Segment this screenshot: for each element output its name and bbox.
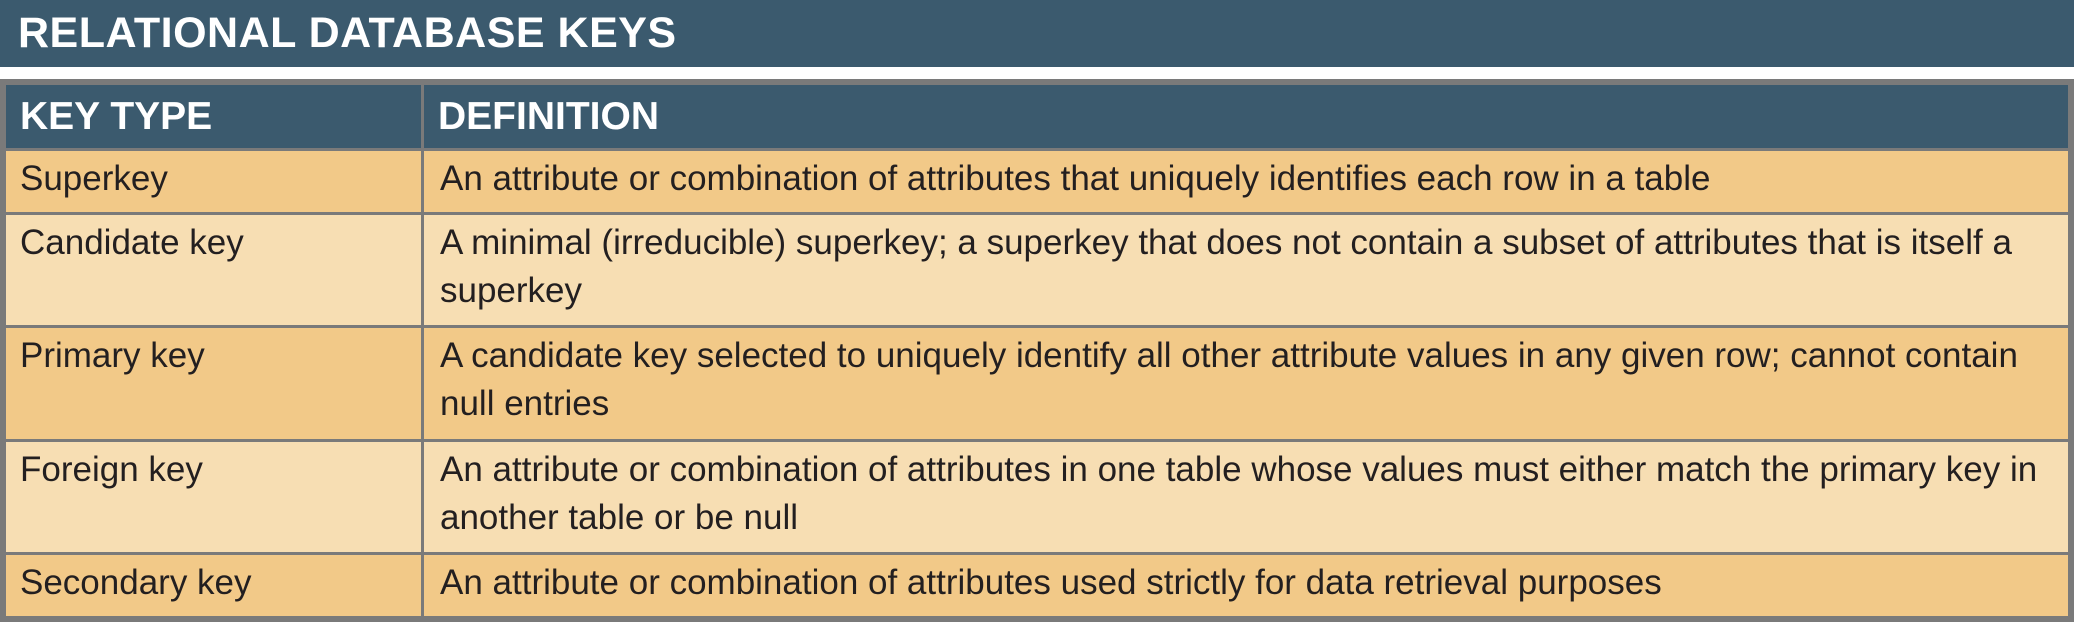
definition-cell: A minimal (irreducible) superkey; a supe… (421, 212, 2071, 329)
column-header-definition: DEFINITION (421, 82, 2071, 151)
key-type-cell: Candidate key (3, 212, 424, 329)
page-title: RELATIONAL DATABASE KEYS (18, 9, 677, 57)
keys-table: KEY TYPE DEFINITION Superkey An attribut… (3, 82, 2071, 620)
key-type-cell: Superkey (3, 147, 424, 216)
column-header-key-type: KEY TYPE (3, 82, 424, 151)
table-header-row: KEY TYPE DEFINITION (3, 82, 2071, 151)
key-type-cell: Secondary key (3, 551, 424, 620)
table-row: Foreign key An attribute or combination … (3, 438, 2071, 555)
definition-cell: An attribute or combination of attribute… (421, 551, 2071, 620)
table-row: Secondary key An attribute or combinatio… (3, 551, 2071, 620)
table-row: Primary key A candidate key selected to … (3, 325, 2071, 442)
title-bar: RELATIONAL DATABASE KEYS (0, 0, 2074, 67)
definition-cell: An attribute or combination of attribute… (421, 147, 2071, 216)
definition-cell: A candidate key selected to uniquely ide… (421, 325, 2071, 442)
keys-table-container: KEY TYPE DEFINITION Superkey An attribut… (0, 79, 2074, 622)
table-row: Candidate key A minimal (irreducible) su… (3, 212, 2071, 329)
table-row: Superkey An attribute or combination of … (3, 147, 2071, 216)
definition-cell: An attribute or combination of attribute… (421, 438, 2071, 555)
key-type-cell: Primary key (3, 325, 424, 442)
key-type-cell: Foreign key (3, 438, 424, 555)
